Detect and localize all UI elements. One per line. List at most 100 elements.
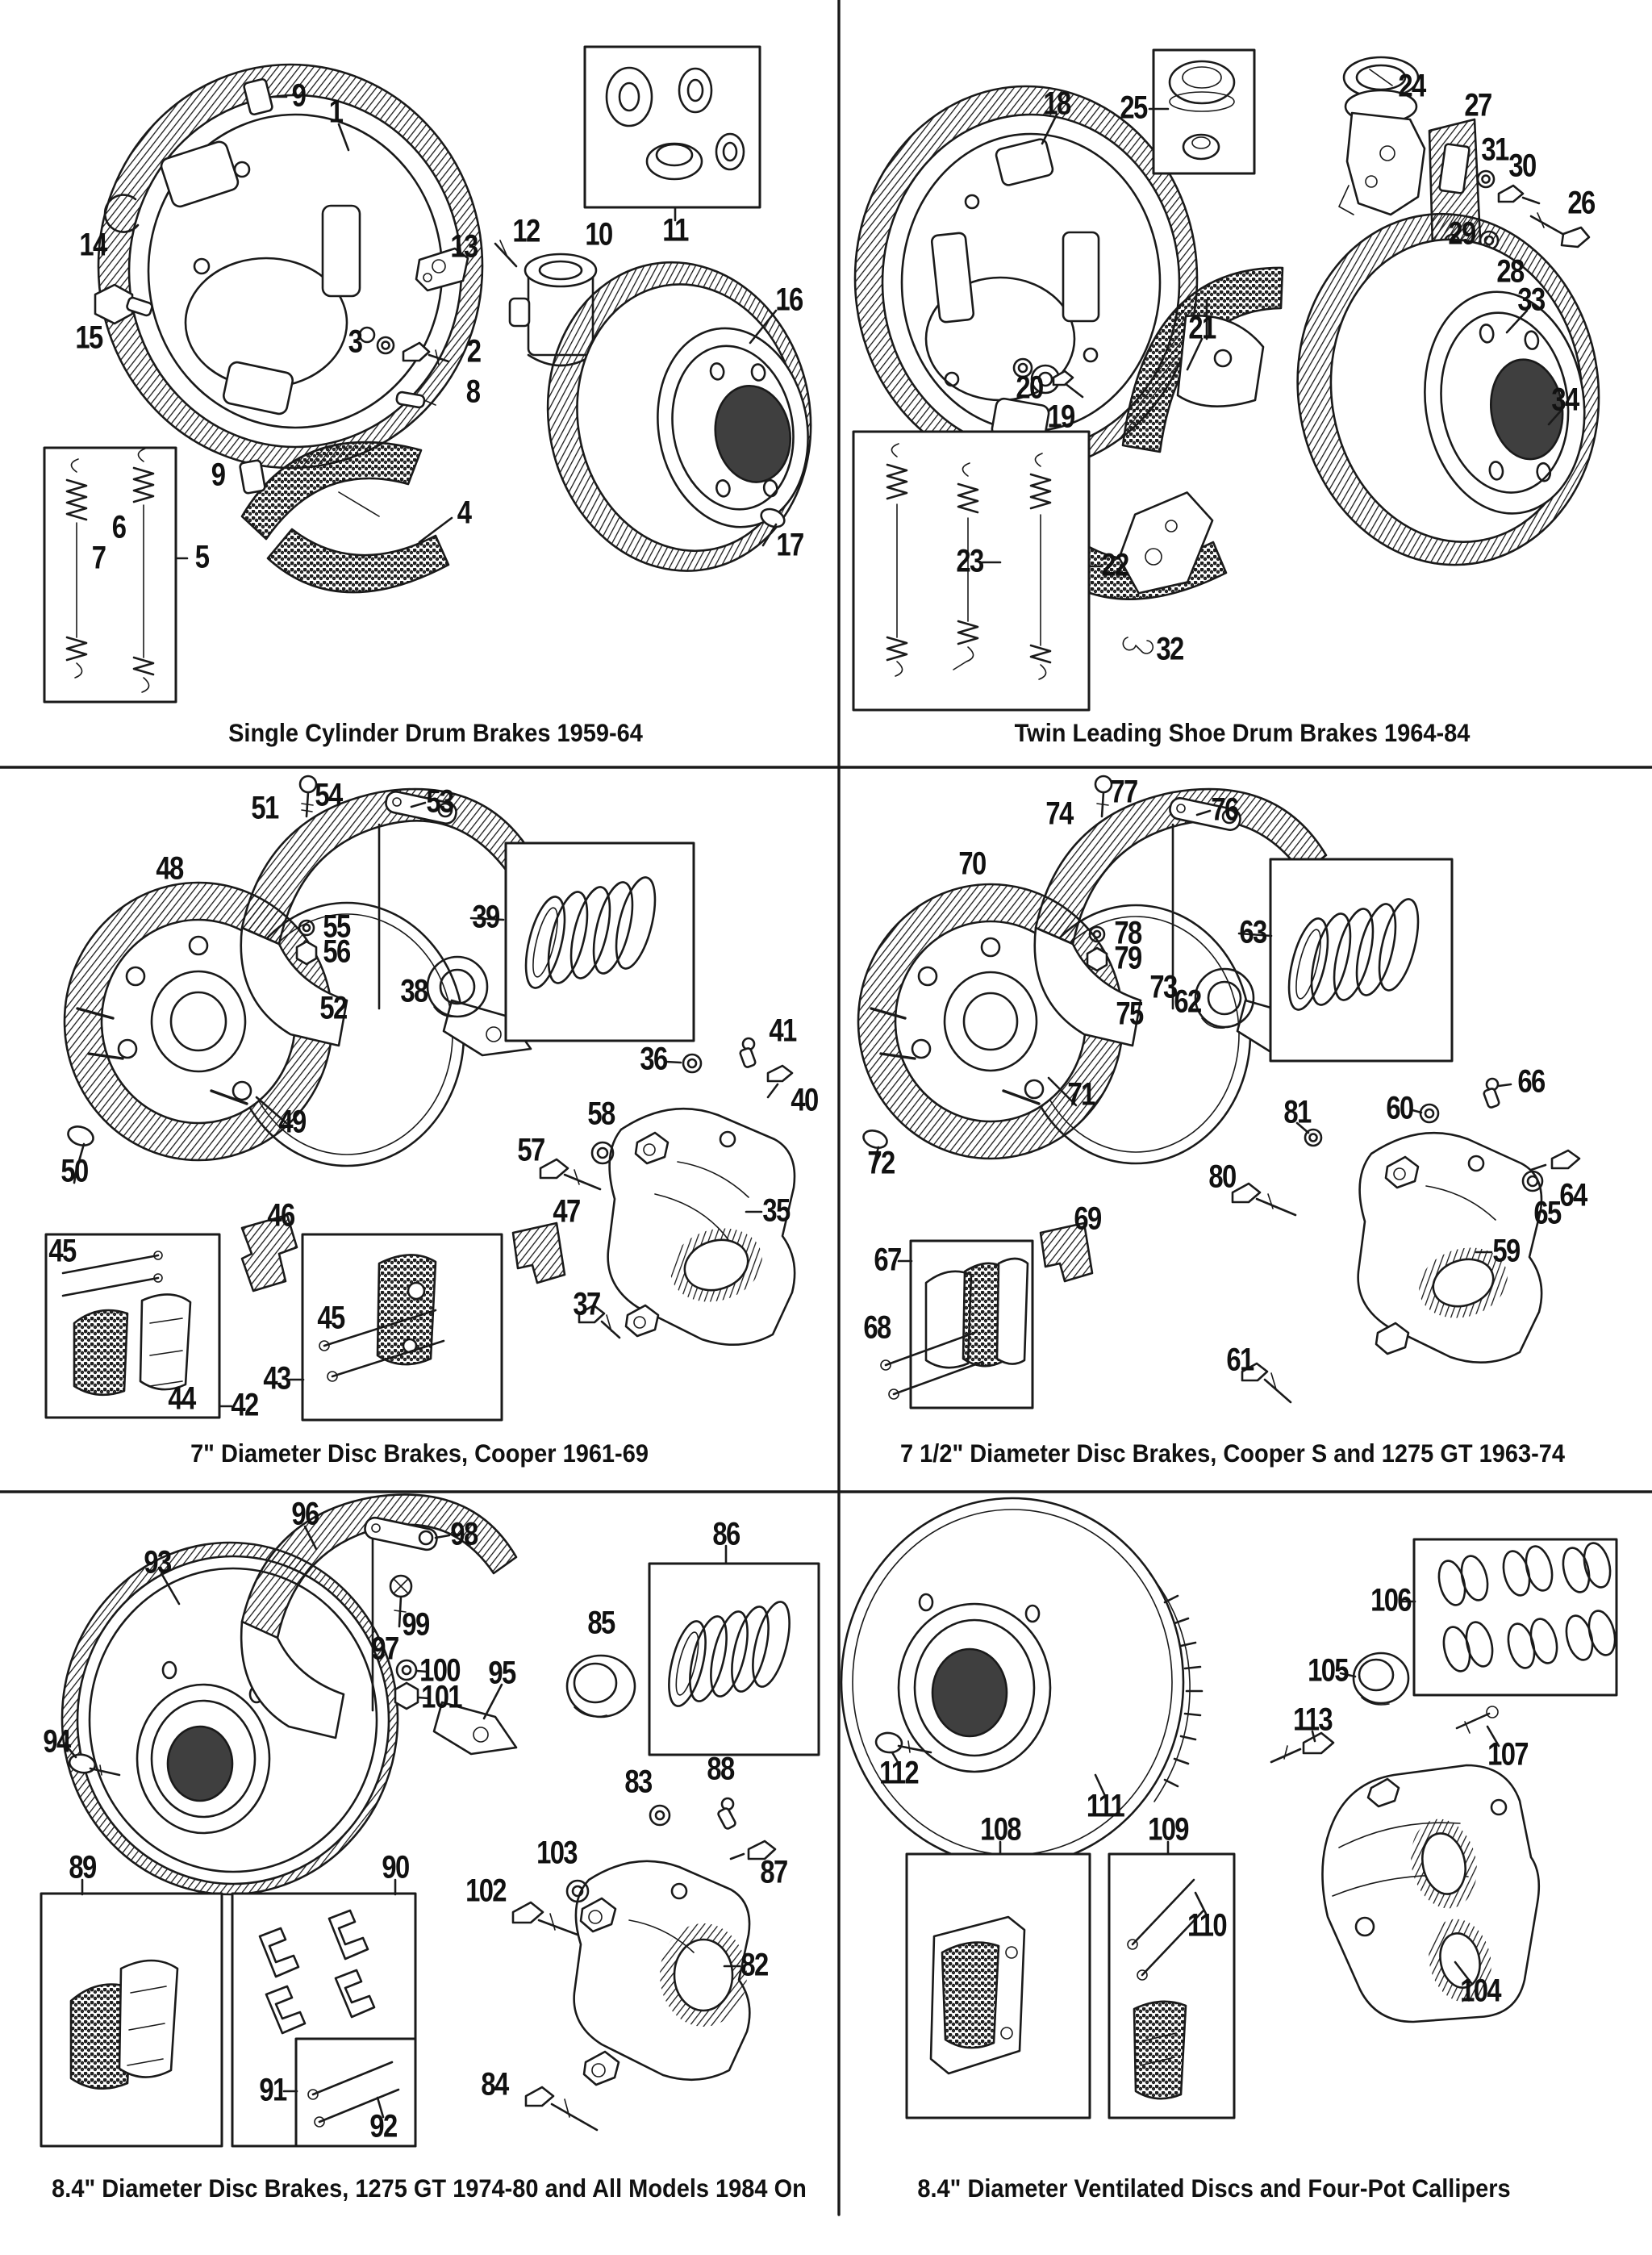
part-label-72: 72 — [867, 1145, 895, 1181]
part-label-105: 105 — [1308, 1652, 1349, 1689]
panel4-caliper-illustration — [1357, 1131, 1543, 1364]
part-label-83: 83 — [624, 1764, 653, 1800]
part-label-101: 101 — [421, 1679, 462, 1715]
part-label-10: 10 — [585, 216, 613, 253]
part-label-60: 60 — [1386, 1090, 1414, 1126]
part-label-58: 58 — [587, 1096, 615, 1132]
part-label-69: 69 — [1074, 1201, 1102, 1237]
part-label-12: 12 — [512, 213, 540, 249]
part-label-77: 77 — [1110, 774, 1138, 810]
panel2-master-cylinder-illustration — [1338, 56, 1426, 216]
panel2-springs-box — [852, 430, 1091, 712]
part-label-71: 71 — [1067, 1076, 1095, 1113]
part-label-29: 29 — [1448, 215, 1476, 252]
part-label-38: 38 — [400, 973, 428, 1009]
part-label-59: 59 — [1492, 1233, 1521, 1269]
part-label-20: 20 — [1016, 370, 1044, 406]
part-label-68: 68 — [863, 1309, 891, 1346]
panel2-small-parts — [1012, 357, 1154, 654]
part-label-89: 89 — [69, 1849, 97, 1885]
part-label-94: 94 — [43, 1723, 71, 1760]
panel1-springs-box — [43, 446, 177, 704]
part-label-92: 92 — [369, 2108, 398, 2144]
part-label-90: 90 — [382, 1849, 410, 1885]
part-label-36: 36 — [640, 1041, 668, 1077]
panel6-caliper-illustration — [1321, 1764, 1541, 2023]
panel3-leaders — [73, 801, 763, 1408]
part-label-18: 18 — [1043, 86, 1071, 122]
panel6-pads-box-108 — [905, 1852, 1091, 2119]
part-label-34: 34 — [1551, 382, 1579, 418]
part-label-85: 85 — [587, 1605, 615, 1641]
part-label-14: 14 — [79, 227, 107, 263]
part-label-86: 86 — [712, 1516, 740, 1552]
part-label-26: 26 — [1567, 185, 1596, 221]
part-label-96: 96 — [291, 1496, 319, 1532]
part-label-2: 2 — [466, 333, 482, 370]
part-label-39: 39 — [472, 899, 500, 935]
part-label-17: 17 — [776, 527, 804, 563]
part-label-70: 70 — [958, 846, 987, 882]
part-label-76: 76 — [1211, 791, 1239, 828]
part-label-16: 16 — [775, 282, 803, 318]
panel6-vented-disc-illustration — [840, 1497, 1204, 1868]
part-label-3: 3 — [348, 324, 363, 360]
part-label-24: 24 — [1398, 68, 1426, 104]
panel6-leaders — [891, 1600, 1500, 1985]
panel1-seal-kit-box — [583, 45, 761, 209]
part-label-45: 45 — [317, 1300, 345, 1336]
panel5-clips-box-90 — [231, 1892, 417, 2148]
part-label-41: 41 — [769, 1013, 797, 1049]
panel5-leaders — [66, 1525, 741, 2119]
part-label-33: 33 — [1517, 282, 1546, 318]
part-label-52: 52 — [319, 990, 348, 1026]
part-label-74: 74 — [1045, 796, 1074, 832]
part-label-48: 48 — [156, 850, 184, 887]
part-label-56: 56 — [323, 933, 351, 970]
part-label-99: 99 — [402, 1606, 430, 1643]
panel3-spring-box — [504, 841, 695, 1042]
part-label-22: 22 — [1101, 547, 1129, 583]
part-label-55: 55 — [323, 908, 351, 945]
part-label-82: 82 — [740, 1947, 769, 1983]
part-label-109: 109 — [1148, 1811, 1189, 1848]
panel3-pads-box-42 — [44, 1233, 221, 1419]
part-label-47: 47 — [553, 1193, 581, 1230]
panel3-caliper-fixings — [67, 1037, 794, 1339]
panel5-strap-screw-nuts — [364, 1516, 438, 1710]
panel5-pads-box-89 — [40, 1892, 223, 2148]
part-label-93: 93 — [144, 1544, 172, 1581]
panel5-shield-illustration — [240, 1493, 518, 1756]
part-label-9: 9 — [291, 77, 307, 114]
part-label-81: 81 — [1283, 1094, 1312, 1130]
part-label-113: 113 — [1293, 1702, 1333, 1738]
panel1-leaders — [175, 95, 778, 560]
part-label-87: 87 — [760, 1854, 788, 1890]
panel3-shield-illustration — [240, 787, 534, 1057]
part-label-45: 45 — [48, 1233, 77, 1269]
panel3-caliper-illustration — [607, 1107, 796, 1347]
panel3-ring-38 — [426, 955, 489, 1018]
part-label-40: 40 — [791, 1082, 819, 1118]
panel1-small-parts — [94, 77, 786, 547]
caption-panel2: Twin Leading Shoe Drum Brakes 1964-84 — [1014, 718, 1471, 747]
panel3-strap-bolt — [295, 775, 457, 966]
part-label-88: 88 — [707, 1751, 735, 1787]
part-label-73: 73 — [1149, 969, 1178, 1005]
panel1-drum-illustration — [546, 261, 812, 572]
part-label-62: 62 — [1174, 983, 1202, 1020]
panel5-disc-illustration — [60, 1541, 399, 1896]
part-label-25: 25 — [1120, 90, 1148, 126]
panel4-pads-box-67 — [880, 1239, 1034, 1409]
part-label-111: 111 — [1086, 1788, 1125, 1824]
panel2-leaders — [981, 107, 1563, 568]
part-label-46: 46 — [267, 1197, 295, 1234]
part-label-7: 7 — [91, 540, 106, 576]
part-label-63: 63 — [1239, 914, 1267, 950]
panel5-spring-box-86 — [648, 1562, 820, 1756]
part-label-80: 80 — [1208, 1159, 1237, 1195]
part-label-112: 112 — [879, 1755, 920, 1791]
part-label-103: 103 — [536, 1835, 578, 1871]
